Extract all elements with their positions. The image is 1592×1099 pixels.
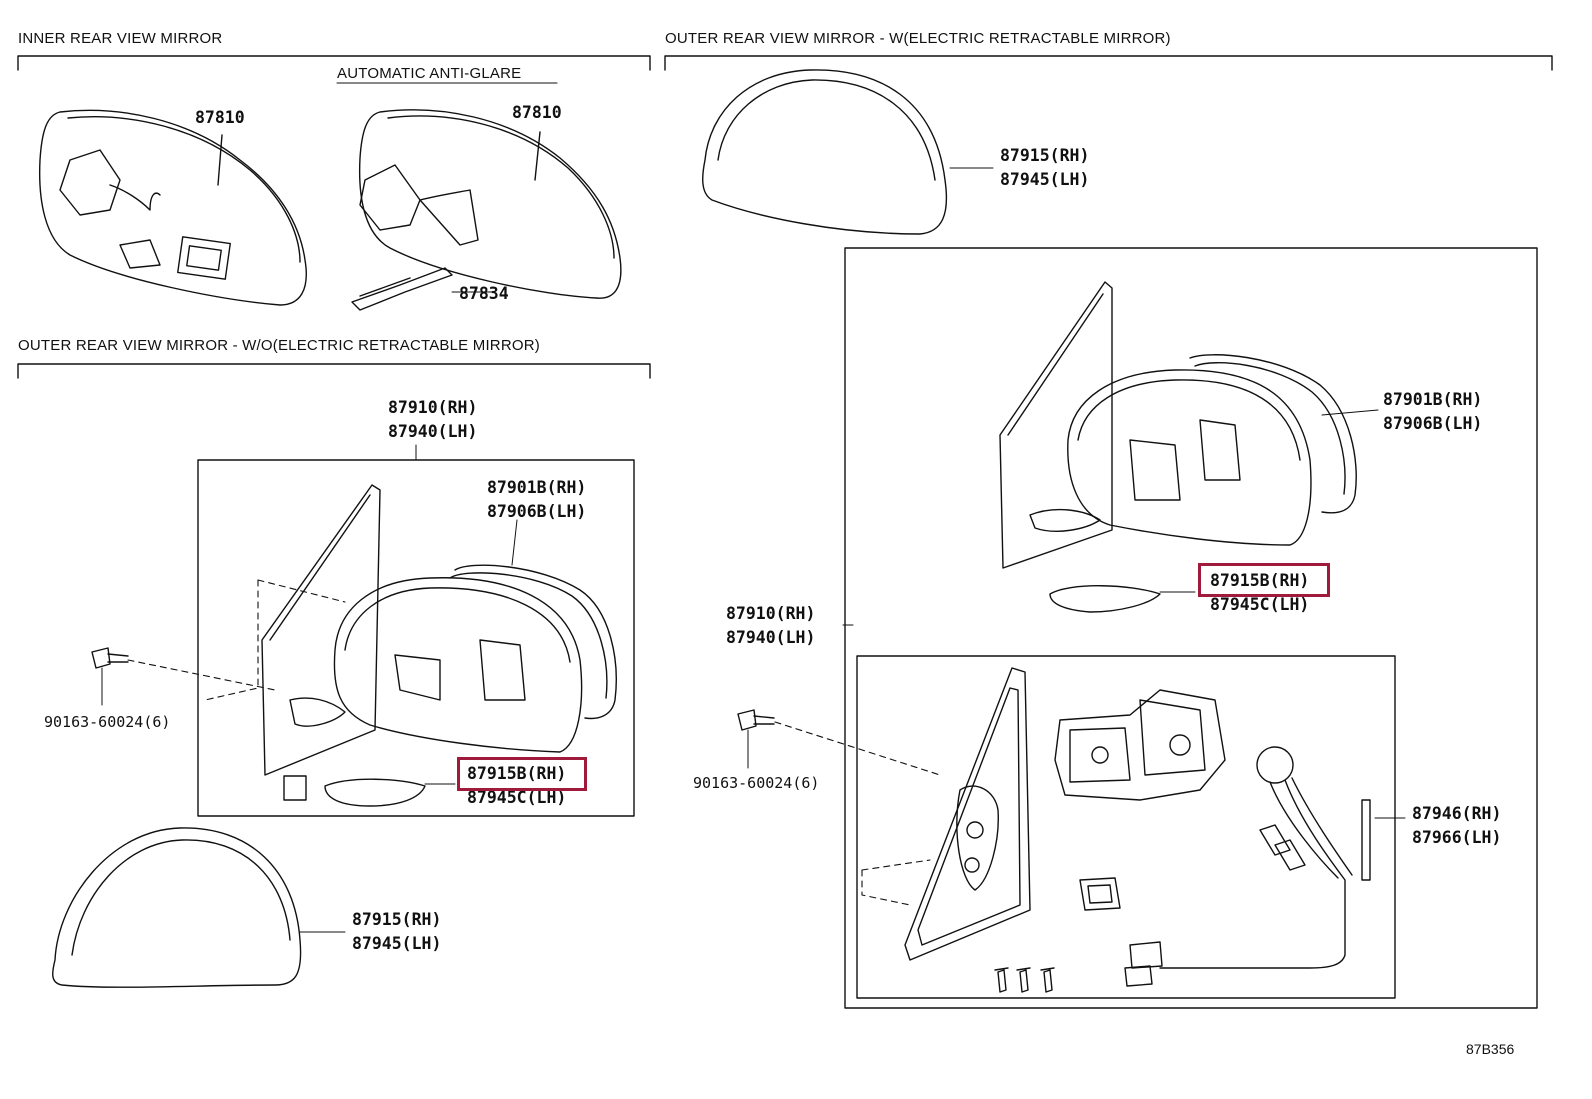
label-w-cover-b[interactable]: 87915B(RH)87945C(LH) — [1210, 571, 1310, 614]
section-title-outer-wo: OUTER REAR VIEW MIRROR - W/O(ELECTRIC RE… — [18, 337, 540, 354]
w-screw-drawing — [737, 709, 941, 776]
subtitle-anti-glare: AUTOMATIC ANTI-GLARE — [337, 65, 522, 82]
label-inner-mirror-antiglare[interactable]: 87810 — [512, 103, 562, 122]
section-bracket-outer-wo — [17, 363, 651, 379]
label-w-mirror-glass[interactable]: 87901B(RH)87906B(LH) — [1383, 390, 1483, 433]
section-bracket-outer-w — [664, 55, 1553, 71]
section-title-inner: INNER REAR VIEW MIRROR — [18, 30, 223, 47]
label-mirror-clip[interactable]: 87834 — [459, 284, 509, 303]
label-wo-mirror-assy[interactable]: 87910(RH)87940(LH) — [388, 398, 478, 441]
section-title-outer-w: OUTER REAR VIEW MIRROR - W(ELECTRIC RETR… — [665, 30, 1171, 47]
w-motor-drawing — [994, 689, 1226, 993]
inner-mirror-drawing — [38, 109, 307, 306]
label-wo-outer-cover[interactable]: 87915(RH)87945(LH) — [352, 910, 442, 953]
diagram-code: 87B356 — [1466, 1041, 1515, 1057]
section-bracket-inner — [17, 55, 651, 71]
label-w-screw[interactable]: 90163-60024(6) — [693, 774, 820, 792]
label-wo-mirror-glass[interactable]: 87901B(RH)87906B(LH) — [487, 478, 587, 521]
w-motor-subbox — [856, 655, 1396, 999]
highlight-wo-cover-b — [457, 757, 587, 791]
wo-screw-drawing — [91, 647, 129, 706]
wo-outer-cover-drawing — [52, 827, 346, 988]
label-w-mirror-assy[interactable]: 87910(RH)87940(LH) — [726, 604, 816, 647]
w-mirror-drawing — [999, 281, 1379, 613]
label-inner-mirror[interactable]: 87810 — [195, 108, 245, 127]
w-outer-cover-drawing — [702, 69, 994, 235]
w-assembly-box — [844, 247, 1538, 1009]
label-wo-screw[interactable]: 90163-60024(6) — [44, 713, 171, 731]
label-w-outer-cover[interactable]: 87915(RH)87945(LH) — [1000, 146, 1090, 189]
w-harness-drawing — [1124, 746, 1406, 987]
highlight-w-cover-b — [1198, 563, 1330, 597]
w-bracket-drawing — [861, 667, 1031, 961]
inner-mirror-antiglare-drawing — [351, 109, 622, 311]
label-w-retract-motor[interactable]: 87946(RH)87966(LH) — [1412, 804, 1502, 847]
wo-mirror-drawing — [127, 484, 617, 807]
label-wo-cover-b[interactable]: 87915B(RH)87945C(LH) — [467, 764, 567, 807]
